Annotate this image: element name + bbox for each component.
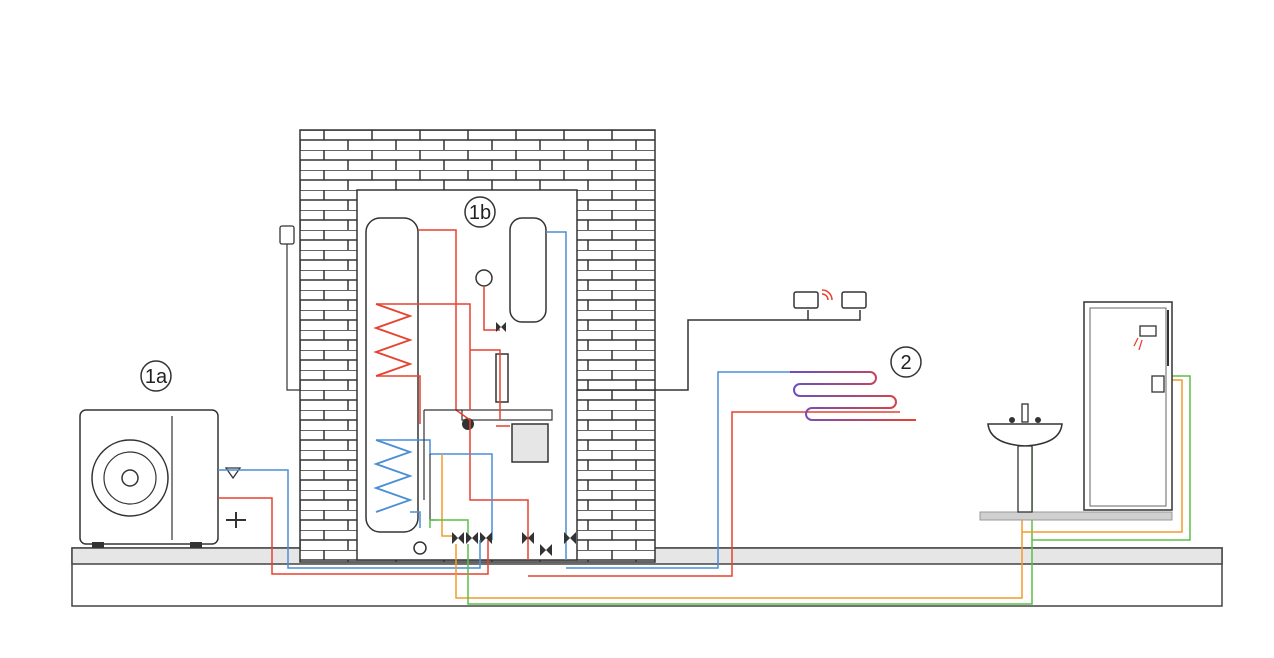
expansion-vessel [509, 217, 547, 323]
primary-return-pipe [218, 469, 481, 569]
internal-cold-inlet [429, 519, 469, 536]
underfloor-heating-loop [528, 371, 916, 577]
heating-coil [373, 303, 413, 377]
shower-icon [1083, 301, 1173, 511]
shower-cold-line [1032, 375, 1191, 541]
primary-flow-pipe [218, 497, 489, 575]
svg-text:1b: 1b [469, 202, 491, 224]
outdoor-unit [79, 409, 219, 548]
pressure-gauge-icon [475, 269, 493, 287]
outdoor-sensor-icon [279, 225, 295, 245]
washbasin-icon [987, 403, 1063, 513]
internal-dhw-outlet [441, 454, 456, 537]
bathroom-floor [979, 511, 1173, 521]
svg-text:1a: 1a [145, 366, 168, 388]
wireless-thermostat-icon [793, 291, 819, 309]
controller-icon [841, 291, 867, 309]
return-coil [373, 439, 413, 513]
indoor-unit-cabinet [356, 189, 578, 561]
svg-text:2: 2 [900, 352, 911, 374]
control-box [511, 423, 549, 463]
label-indoor-unit: 1b [464, 196, 496, 228]
label-underfloor-heating: 2 [890, 346, 922, 378]
valve-row [452, 322, 576, 556]
hot-water-cylinder [365, 217, 419, 533]
backup-heater [495, 353, 509, 403]
circulation-pump-icon [462, 418, 474, 430]
pump-icon [413, 541, 427, 555]
drain-valve-icon [226, 512, 246, 528]
label-outdoor-unit: 1a [140, 360, 172, 392]
controller-wiring [577, 310, 861, 391]
internal-flow-piping [376, 229, 529, 560]
